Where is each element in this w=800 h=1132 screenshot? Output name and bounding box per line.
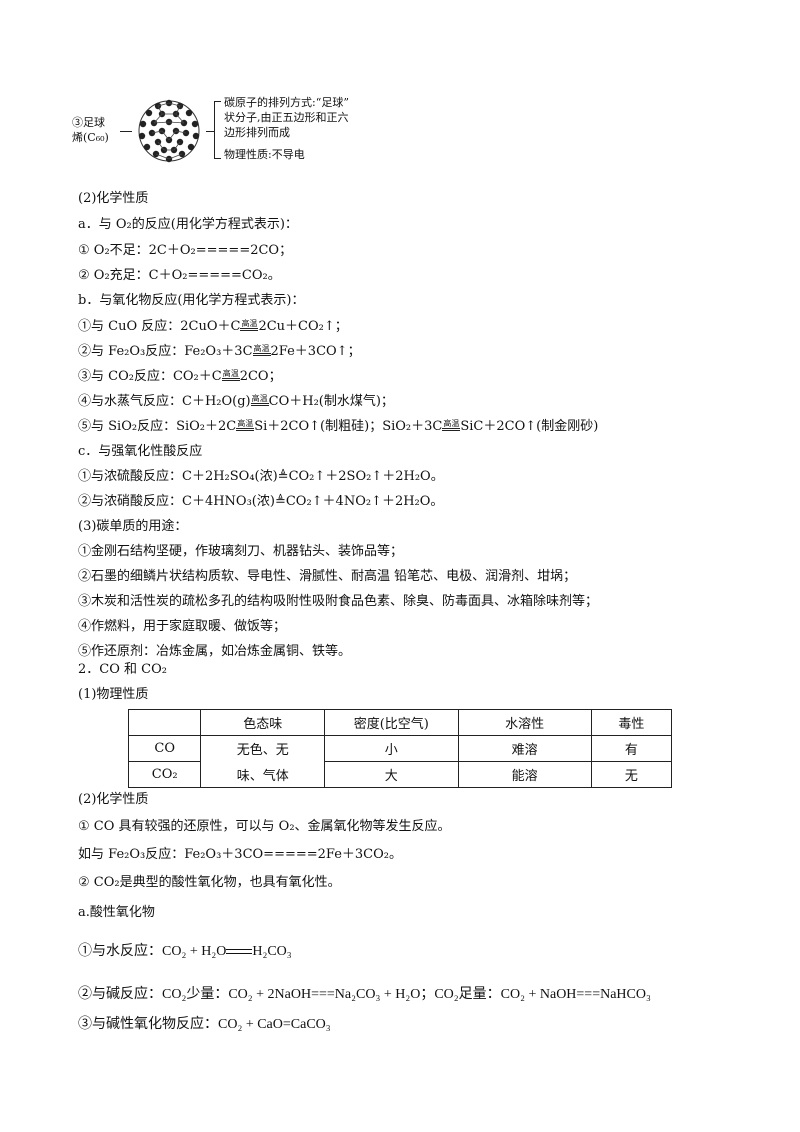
co2-acidic-text: ② CO₂是典型的酸性氧化物，也具有氧化性。 <box>78 875 341 890</box>
table-header-cell: 色态味 <box>200 709 326 736</box>
equation-c2: ②与浓硝酸反应：C＋4HNO₃(浓)≜CO₂↑＋4NO₂↑＋2H₂O。 <box>78 494 444 509</box>
table-header-cell: 水溶性 <box>457 709 592 736</box>
table-cell-solubility: 难溶 <box>457 735 592 762</box>
heading-acid-reaction: c．与强氧化性酸反应 <box>78 444 203 459</box>
use-item-3: ③木炭和活性炭的疏松多孔的结构吸附性吸附食品色素、除臭、防毒面具、冰箱除味剂等； <box>78 594 599 609</box>
table-row: CO₂ 味、气体 大 能溶 无 <box>127 761 673 788</box>
equation-water: ①与水反应：CO₂ + H₂O H₂CO₃ <box>78 943 292 961</box>
high-temp-mark: 高温 <box>236 420 255 431</box>
c60-molecule-image <box>138 99 200 163</box>
reversible-arrow-icon <box>226 948 253 956</box>
eq-b3-left: ③与 CO₂反应：CO₂＋C <box>78 369 222 384</box>
table-header-cell: 毒性 <box>590 709 673 736</box>
heading-oxide-reaction: b．与氧化物反应(用化学方程式表示)： <box>78 293 305 308</box>
annotation-line1: 碳原子的排列方式:“足球” <box>224 96 349 109</box>
eq-b4-left: ④与水蒸气反应：C＋H₂O(g) <box>78 394 251 409</box>
heading-uses: (3)碳单质的用途： <box>78 519 188 534</box>
table-cell-appearance: 无色、无 <box>200 735 326 762</box>
high-temp-mark: 高温 <box>252 345 271 356</box>
table-cell-appearance: 味、气体 <box>200 761 326 788</box>
heading-physical-properties: (1)物理性质 <box>78 687 149 702</box>
c60-label-line2: 烯(C₆₀) <box>72 131 109 144</box>
eq-b1-right: 2Cu＋CO₂↑； <box>258 319 348 334</box>
eq-b5-left: ⑤与 SiO₂反应：SiO₂＋2C <box>78 419 237 434</box>
table-row: CO 无色、无 小 难溶 有 <box>127 735 673 762</box>
heading-acidic-oxide: a.酸性氧化物 <box>78 905 155 920</box>
equation-a1: ① O₂不足：2C＋O₂=====2CO； <box>78 243 293 258</box>
eq-water-right: H₂CO₃ <box>252 944 292 959</box>
eq-b5-right: SiC＋2CO↑(制金刚砂) <box>460 419 599 434</box>
use-item-2: ②石墨的细鳞片状结构质软、导电性、滑腻性、耐高温 铅笔芯、电极、润滑剂、坩埚； <box>78 569 577 584</box>
heading-chemical-properties-2: (2)化学性质 <box>78 792 149 807</box>
table-cell-density: 小 <box>324 735 459 762</box>
bracket <box>214 101 221 159</box>
eq-b1-left: ①与 CuO 反应：2CuO＋C <box>78 319 241 334</box>
connector-line <box>120 131 132 132</box>
table-cell-toxicity: 有 <box>590 735 673 762</box>
eq-b5-mid: Si＋2CO↑(制粗硅)；SiO₂＋3C <box>254 419 443 434</box>
use-item-1: ①金刚石结构坚硬，作玻璃刻刀、机器钻头、装饰品等； <box>78 544 404 559</box>
high-temp-mark: 高温 <box>240 320 259 331</box>
table-header-cell <box>127 709 202 736</box>
table-cell-name: CO₂ <box>127 761 202 788</box>
table-cell-solubility: 能溶 <box>457 761 592 788</box>
use-item-4: ④作燃料，用于家庭取暖、做饭等； <box>78 619 287 634</box>
eq-b2-right: 2Fe＋3CO↑； <box>270 344 361 359</box>
equation-b3: ③与 CO₂反应：CO₂＋C高温2CO； <box>78 368 282 386</box>
annotation-line3: 边形排列而成 <box>224 126 290 139</box>
heading-o2-reaction: a．与 O₂的反应(用化学方程式表示)： <box>78 217 298 232</box>
equation-b2: ②与 Fe₂O₃反应：Fe₂O₃＋3C高温2Fe＋3CO↑； <box>78 343 361 361</box>
equation-a2: ② O₂充足：C＋O₂=====CO₂。 <box>78 268 281 283</box>
table-header-row: 色态味 密度(比空气) 水溶性 毒性 <box>127 709 673 736</box>
c60-label: ③足球 烯(C₆₀) <box>72 115 109 145</box>
equation-basic-oxide: ③与碱性氧化物反应：CO₂ + CaO=CaCO₃ <box>78 1017 331 1032</box>
high-temp-mark: 高温 <box>221 370 240 381</box>
equation-c1: ①与浓硫酸反应：C＋2H₂SO₄(浓)≜CO₂↑＋2SO₂↑＋2H₂O。 <box>78 469 444 484</box>
equation-b5: ⑤与 SiO₂反应：SiO₂＋2C高温Si＋2CO↑(制粗硅)；SiO₂＋3C高… <box>78 418 598 436</box>
eq-water-left: ①与水反应：CO₂ + H₂O <box>78 944 227 959</box>
equation-b4: ④与水蒸气反应：C＋H₂O(g)高温CO＋H₂(制水煤气)； <box>78 393 394 411</box>
table-cell-density: 大 <box>324 761 459 788</box>
heading-chemical-properties: (2)化学性质 <box>78 191 149 206</box>
co-example-equation: 如与 Fe₂O₃反应：Fe₂O₃＋3CO=====2Fe＋3CO₂。 <box>78 847 402 862</box>
high-temp-mark: 高温 <box>442 420 461 431</box>
use-item-5: ⑤作还原剂：冶炼金属，如冶炼金属铜、铁等。 <box>78 644 352 659</box>
connector-line-2 <box>206 131 214 132</box>
annotation-line4: 物理性质:不导电 <box>224 148 305 161</box>
c60-label-line1: ③足球 <box>72 116 105 129</box>
annotation-line2: 状分子,由正五边形和正六 <box>224 111 349 124</box>
equation-base: ②与碱反应：CO₂少量：CO₂ + 2NaOH===Na₂CO₃ + H₂O；C… <box>78 987 651 1002</box>
table-cell-toxicity: 无 <box>590 761 673 788</box>
heading-co-co2: 2．CO 和 CO₂ <box>78 662 167 677</box>
equation-b1: ①与 CuO 反应：2CuO＋C高温2Cu＋CO₂↑； <box>78 318 348 336</box>
eq-b3-right: 2CO； <box>239 369 282 384</box>
table-header-cell: 密度(比空气) <box>324 709 459 736</box>
eq-b2-left: ②与 Fe₂O₃反应：Fe₂O₃＋3C <box>78 344 253 359</box>
table-cell-name: CO <box>127 735 202 762</box>
c60-figure: ③足球 烯(C₆₀) <box>58 95 378 165</box>
co-reducing-text: ① CO 具有较强的还原性，可以与 O₂、金属氧化物等发生反应。 <box>78 819 451 834</box>
properties-table: 色态味 密度(比空气) 水溶性 毒性 CO 无色、无 小 难溶 有 CO₂ 味、… <box>127 709 673 788</box>
high-temp-mark: 高温 <box>250 395 269 406</box>
eq-b4-right: CO＋H₂(制水煤气)； <box>268 394 394 409</box>
